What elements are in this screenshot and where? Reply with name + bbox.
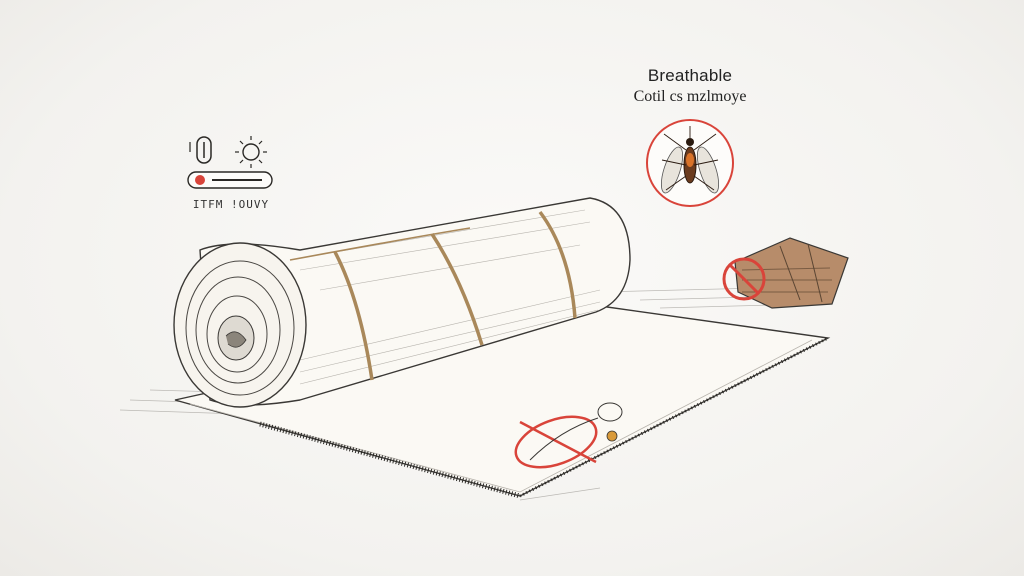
- rolled-mat: [173, 197, 631, 408]
- temperature-gauge: [187, 136, 273, 189]
- callout-title: Breathable: [647, 66, 733, 85]
- towel-ban-icon: [722, 257, 766, 301]
- gauge-caption: ITFM !OUVY: [192, 198, 270, 211]
- folded-towel: [734, 237, 849, 309]
- callout-subtitle: Cotil cs mzlmoye: [633, 88, 747, 105]
- insect-ban-icon: [514, 402, 623, 469]
- mosquito-ban-icon: [646, 119, 734, 207]
